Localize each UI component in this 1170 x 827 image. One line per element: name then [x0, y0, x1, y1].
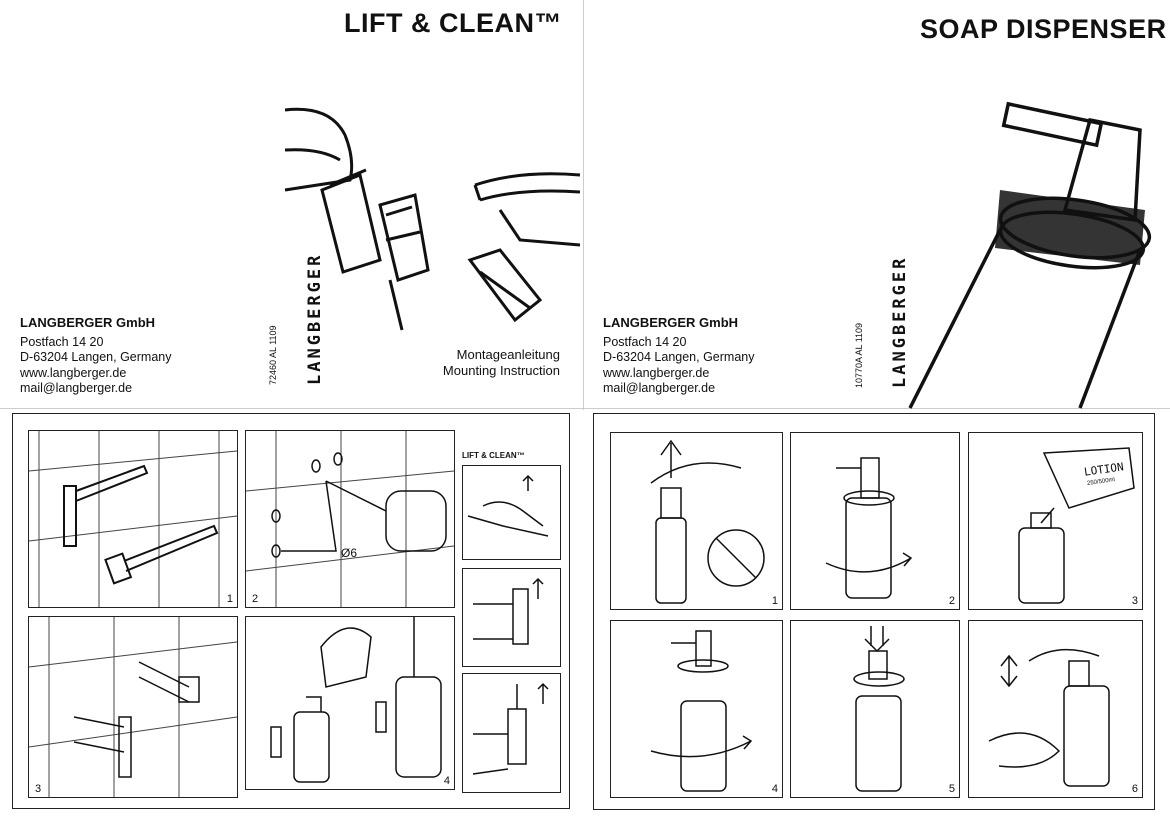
company-address: D-63204 Langen, Germany	[20, 350, 172, 364]
soap-step-4-illustration	[650, 630, 753, 792]
company-postbox: Postfach 14 20	[603, 334, 687, 349]
vertical-fold-line	[583, 0, 584, 410]
lift-clean-step-3-panel: 3	[28, 616, 238, 798]
lift-toilet-brush-illustration	[472, 682, 549, 775]
soap-step-2-illustration	[825, 457, 913, 599]
step-number: 4	[771, 783, 778, 795]
company-website: www.langberger.de	[20, 365, 127, 380]
lift-clean-side-panel-3	[462, 673, 561, 793]
step-number: 3	[35, 783, 42, 795]
lift-brush-illustration	[467, 474, 549, 537]
mounting-label-de: Montageanleitung	[456, 347, 560, 362]
soap-dispenser-title: SOAP DISPENSER	[920, 14, 1167, 44]
soap-step-6-panel: 6	[968, 620, 1143, 798]
company-name: LANGBERGER GmbH	[20, 315, 156, 330]
step-2-illustration	[245, 431, 455, 607]
step-1-illustration	[28, 431, 238, 607]
company-email: mail@langberger.de	[603, 381, 716, 395]
lift-clean-mounting-caption: Montageanleitung Mounting Instruction	[400, 347, 560, 379]
soap-instructions-frame	[593, 413, 1155, 810]
soap-step-6-illustration	[988, 648, 1110, 787]
step-number: 1	[771, 595, 778, 607]
lift-clean-side-panel-1	[462, 465, 561, 560]
soap-step-3-panel: LOTION 250/500ml 3	[968, 432, 1143, 610]
mounting-label-en: Mounting Instruction	[442, 363, 560, 378]
company-website: www.langberger.de	[603, 365, 710, 380]
lift-clean-step-1-panel: 1	[28, 430, 238, 608]
company-address: D-63204 Langen, Germany	[603, 350, 755, 364]
soap-step-5-illustration	[853, 626, 905, 792]
soap-step-3-illustration	[1018, 447, 1135, 604]
soap-company-block: LANGBERGER GmbH Postfach 14 20 D-63204 L…	[603, 315, 754, 397]
soap-step-2-panel: 2	[790, 432, 960, 610]
horizontal-fold-line	[0, 408, 1170, 409]
lift-dispenser-illustration	[473, 577, 544, 645]
step-4-illustration	[270, 617, 442, 783]
company-postbox: Postfach 14 20	[20, 334, 104, 349]
lift-clean-title: LIFT & CLEAN™	[344, 8, 562, 38]
step-number: 6	[1131, 783, 1138, 795]
lift-clean-step-4-panel: 4	[245, 616, 455, 790]
soap-step-5-panel: 5	[790, 620, 960, 798]
lift-clean-instructions-frame	[12, 413, 570, 809]
soap-step-1-illustration	[650, 439, 765, 604]
step-number: 3	[1131, 595, 1138, 607]
step-number: 1	[226, 593, 233, 605]
company-email: mail@langberger.de	[20, 381, 133, 395]
soap-step-1-panel: 1	[610, 432, 783, 610]
step-3-illustration	[28, 617, 238, 797]
lift-clean-small-title: LIFT & CLEAN™	[462, 451, 525, 460]
drill-diameter-label: Ø6	[341, 546, 358, 560]
step-number: 5	[948, 783, 955, 795]
lift-clean-step-2-panel: Ø6 2	[245, 430, 455, 608]
soap-step-4-panel: 4	[610, 620, 783, 798]
step-number: 4	[443, 775, 450, 787]
step-number: 2	[252, 593, 259, 605]
company-name: LANGBERGER GmbH	[603, 315, 739, 330]
step-number: 2	[948, 595, 955, 607]
lift-clean-side-panel-2	[462, 568, 561, 667]
lift-clean-company-block: LANGBERGER GmbH Postfach 14 20 D-63204 L…	[20, 315, 171, 397]
